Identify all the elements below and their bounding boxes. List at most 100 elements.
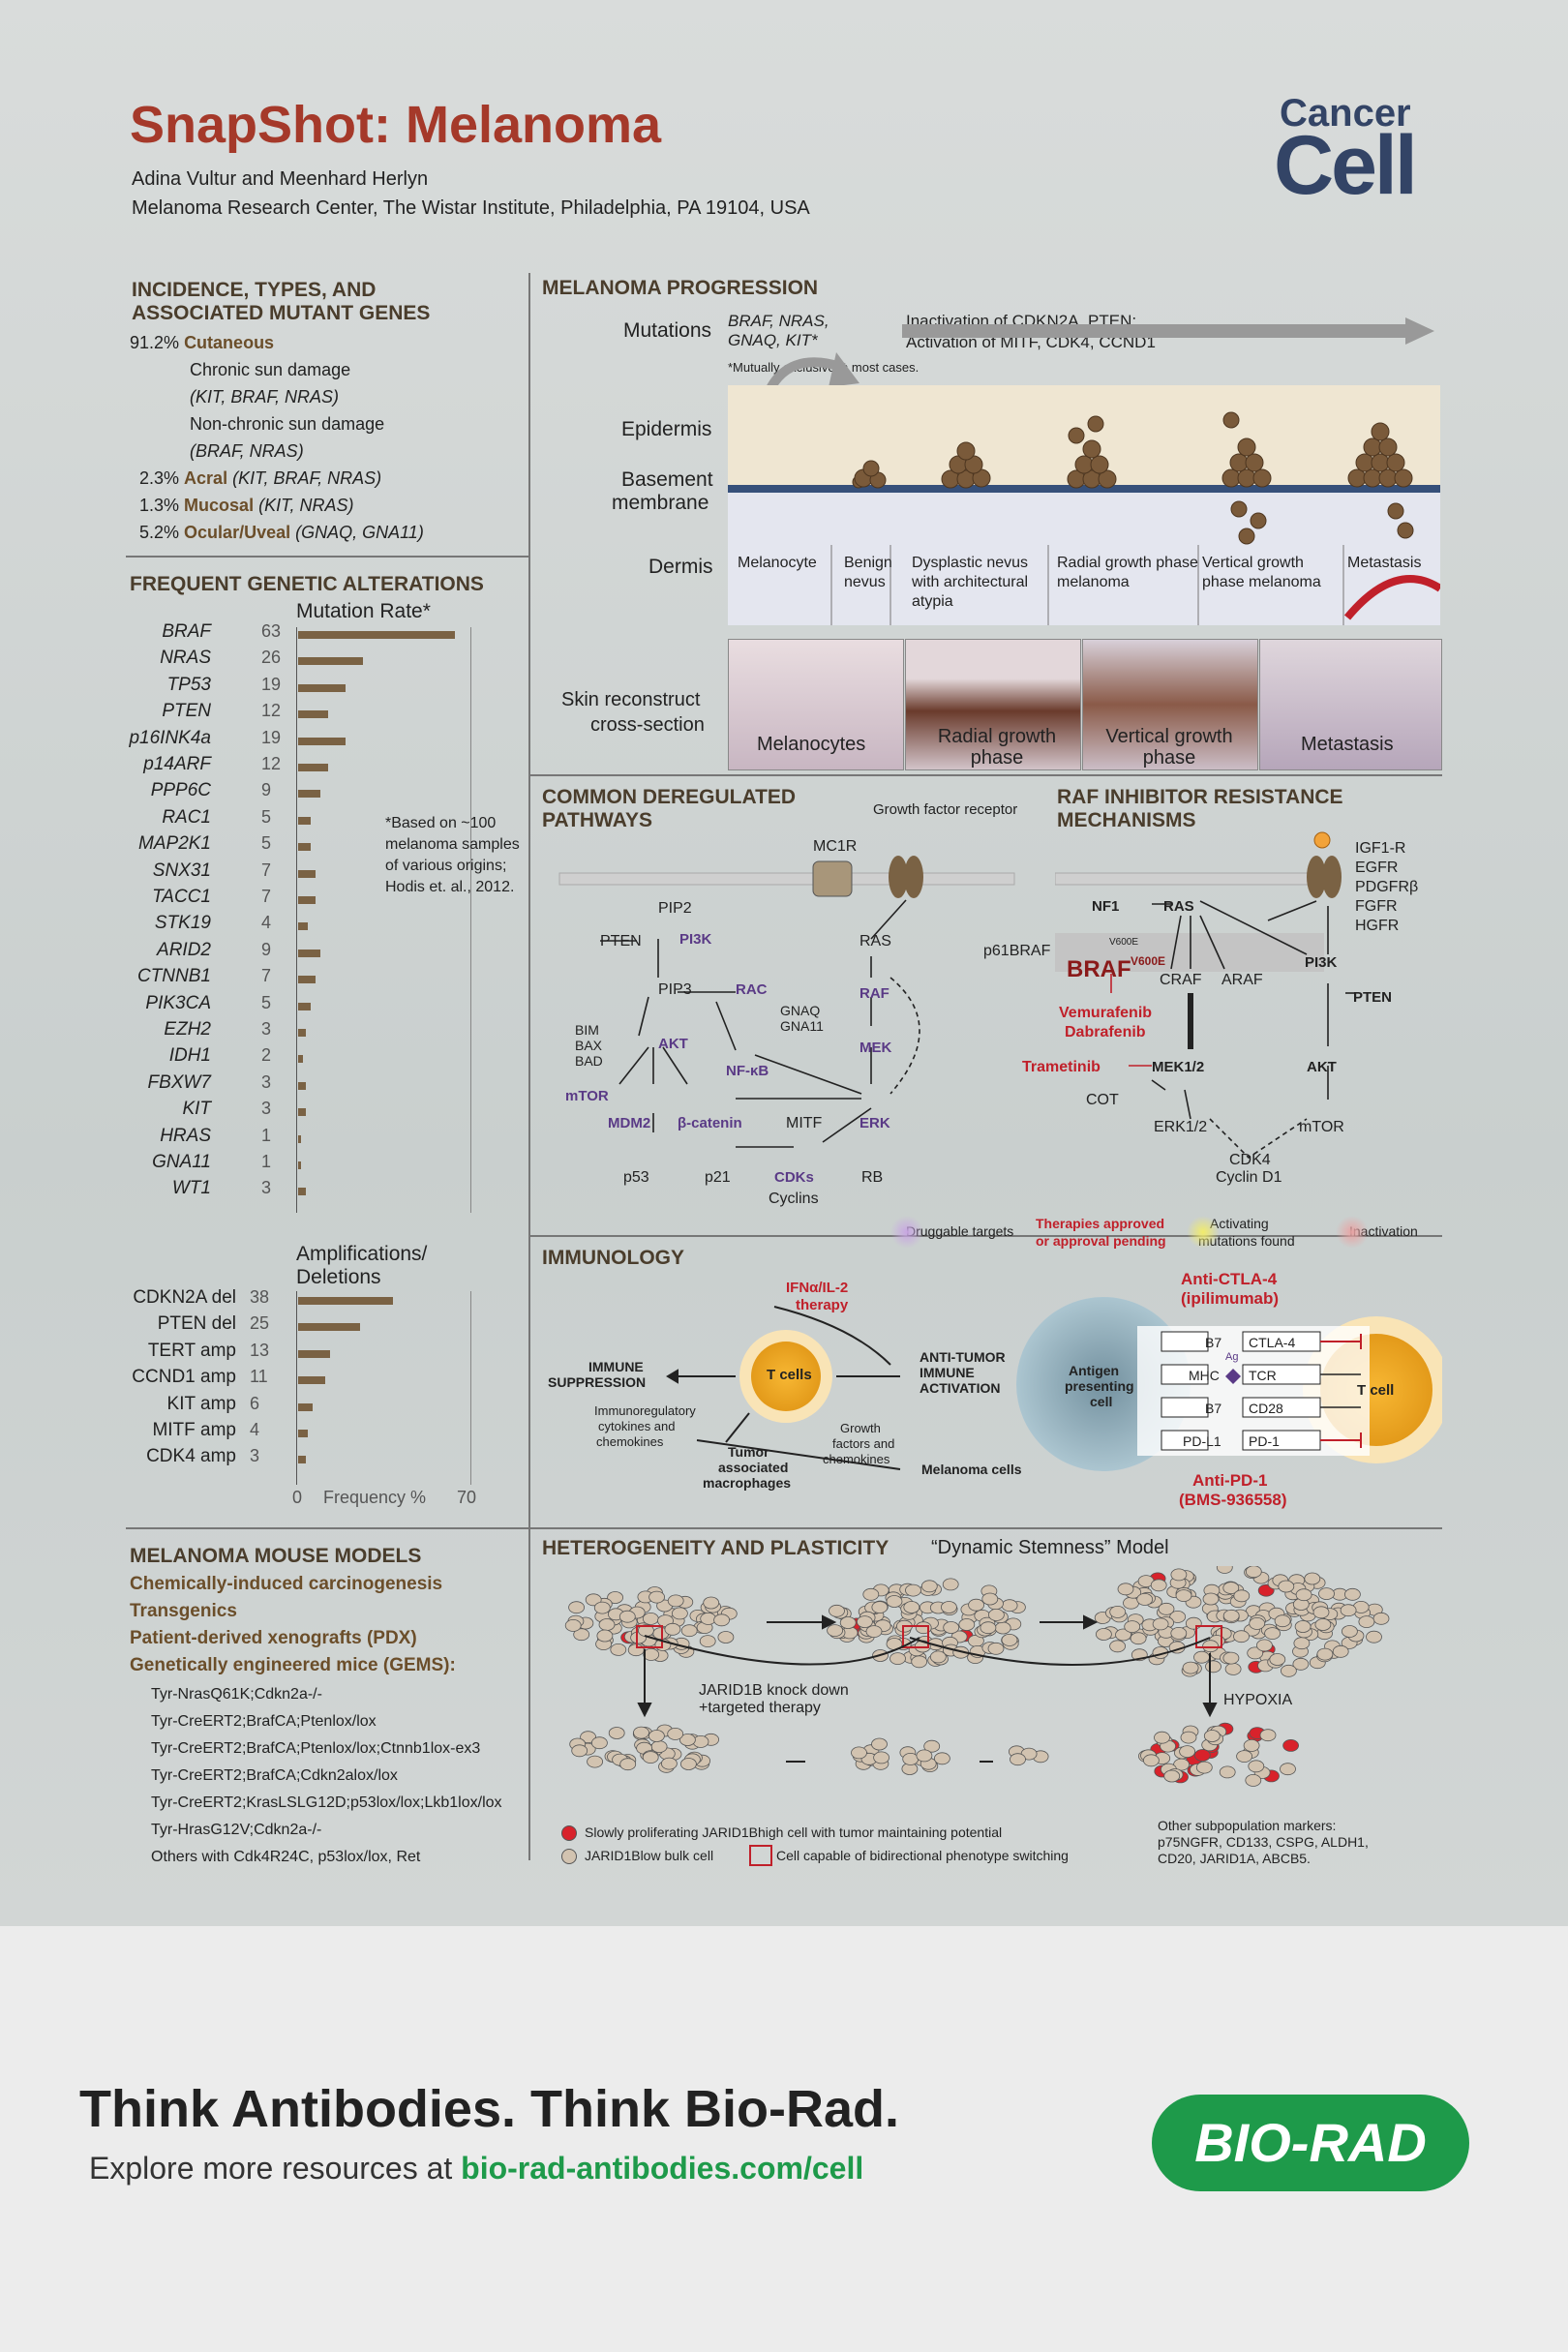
cell: [568, 1601, 585, 1614]
pathway-node-nfkb: NF-κB: [726, 1063, 769, 1079]
pathways-heading-2: PATHWAYS: [542, 809, 652, 831]
immuno-pd1b: (BMS-936558): [1179, 1491, 1287, 1509]
cell: [1274, 1614, 1291, 1628]
immuno-pd1: PD-1: [1249, 1433, 1280, 1449]
cell: [839, 1616, 857, 1629]
hetero-other-1: Other subpopulation markers:: [1158, 1818, 1337, 1833]
amp-heading-1: Amplifications/: [296, 1243, 428, 1265]
cell: [933, 1752, 950, 1765]
cell: [1001, 1599, 1018, 1613]
raf-node-mek: MEK1/2: [1152, 1059, 1205, 1075]
legend-therapies-1: Therapies approved: [1036, 1216, 1165, 1231]
bar: [298, 790, 321, 799]
cell: [942, 1578, 959, 1591]
cell: [1163, 1769, 1181, 1783]
cell: [829, 1604, 845, 1617]
pathway-node-gnaq: GNAQ: [780, 1003, 821, 1018]
cell: [1332, 1644, 1349, 1658]
divider: [126, 1527, 1442, 1529]
pathway-node-bim: BIM: [575, 1022, 599, 1038]
cell: [587, 1755, 603, 1768]
bar-label: CDKN2A del: [133, 1287, 236, 1308]
cell: [671, 1607, 688, 1620]
cell: [1115, 1628, 1131, 1642]
journal-logo-cancer: Cancer: [1280, 92, 1411, 135]
pathway-node-mdm2: MDM2: [608, 1115, 651, 1131]
bar-label: p16INK4a: [129, 727, 211, 748]
bar-value: 7: [261, 859, 272, 880]
raf-node-cycd1: Cyclin D1: [1216, 1169, 1282, 1186]
cell: [678, 1734, 696, 1746]
cell: [905, 1583, 921, 1597]
cell: [1245, 1566, 1262, 1579]
cell: [1152, 1617, 1169, 1631]
mutation-rate-label: Mutation Rate*: [296, 600, 431, 622]
immuno-b7: B7: [1205, 1335, 1222, 1350]
cell: [608, 1727, 625, 1739]
cell: [1358, 1615, 1375, 1628]
bar: [298, 869, 316, 878]
hetero-model: “Dynamic Stemness” Model: [931, 1537, 1169, 1558]
cell: [596, 1629, 614, 1643]
immuno-anti2: IMMUNE: [920, 1365, 975, 1380]
immuno-tam3: macrophages: [703, 1475, 792, 1491]
mutations-label: Mutations: [623, 319, 712, 342]
column-divider: [528, 273, 530, 1860]
cell: [920, 1580, 938, 1593]
pathway-node-mtor: mTOR: [565, 1088, 609, 1104]
cell: [642, 1751, 659, 1764]
bar-value: 11: [250, 1367, 268, 1387]
incidence-acral: 2.3% Acral (KIT, BRAF, NRAS): [139, 468, 382, 488]
cell: [679, 1758, 697, 1770]
cell: [1248, 1760, 1265, 1773]
cell: [703, 1596, 720, 1610]
immuno-supp1: IMMUNE: [588, 1359, 644, 1374]
bar-value: 3: [261, 1099, 272, 1119]
bar-value: 3: [261, 1019, 272, 1039]
cell: [1233, 1589, 1251, 1603]
pathway-diagram: [558, 856, 1015, 1148]
immuno-ctla4: CTLA-4: [1249, 1335, 1296, 1350]
dermis-label: Dermis: [648, 556, 713, 578]
cell: [1117, 1583, 1134, 1596]
bar-value: 4: [250, 1420, 260, 1439]
cell: [564, 1619, 582, 1632]
mouse-model: Others with Cdk4R24C, p53lox/lox, Ret: [151, 1849, 421, 1865]
cell: [593, 1601, 611, 1614]
stage-label: Vertical growth phase melanoma: [1202, 555, 1321, 590]
bar: [298, 1134, 301, 1143]
cell: [1216, 1566, 1233, 1574]
incidence-ocular: 5.2% Ocular/Uveal (GNAQ, GNA11): [139, 523, 424, 542]
bar-label: BRAF: [162, 621, 211, 642]
cell: [871, 1601, 889, 1613]
cell: [827, 1624, 844, 1637]
bar-label: RAC1: [162, 806, 211, 828]
immuno-tcr: TCR: [1249, 1368, 1277, 1383]
footer-url[interactable]: bio-rad-antibodies.com/cell: [461, 2151, 864, 2186]
bar: [298, 816, 311, 825]
cell: [598, 1618, 616, 1631]
bar-label: p14ARF: [143, 754, 211, 774]
cell: [1123, 1596, 1139, 1610]
bar-value: 5: [261, 806, 272, 827]
knockdown-2: +targeted therapy: [699, 1700, 821, 1716]
bar-label: PTEN: [162, 701, 211, 722]
receptor-3: FGFR: [1355, 898, 1398, 915]
cell: [1193, 1650, 1210, 1664]
bar-label: CDK4 amp: [146, 1446, 236, 1467]
immuno-pd1a: Anti-PD-1: [1192, 1471, 1268, 1490]
cell: [610, 1643, 627, 1656]
immuno-b7b: B7: [1205, 1401, 1222, 1416]
bar-value: 3: [250, 1446, 260, 1466]
cell: [968, 1598, 985, 1612]
bar-label: PIK3CA: [145, 992, 211, 1013]
amp-axis: [296, 1291, 297, 1485]
raf-node-p61: p61BRAF: [983, 943, 1051, 959]
affiliation: Melanoma Research Center, The Wistar Ins…: [132, 197, 810, 219]
immunology-heading: IMMUNOLOGY: [542, 1247, 684, 1269]
cell: [618, 1610, 636, 1623]
switch-box: [902, 1625, 929, 1648]
cell: [1245, 1773, 1262, 1787]
progression-heading: MELANOMA PROGRESSION: [542, 277, 819, 299]
bar-label: EZH2: [164, 1019, 211, 1040]
